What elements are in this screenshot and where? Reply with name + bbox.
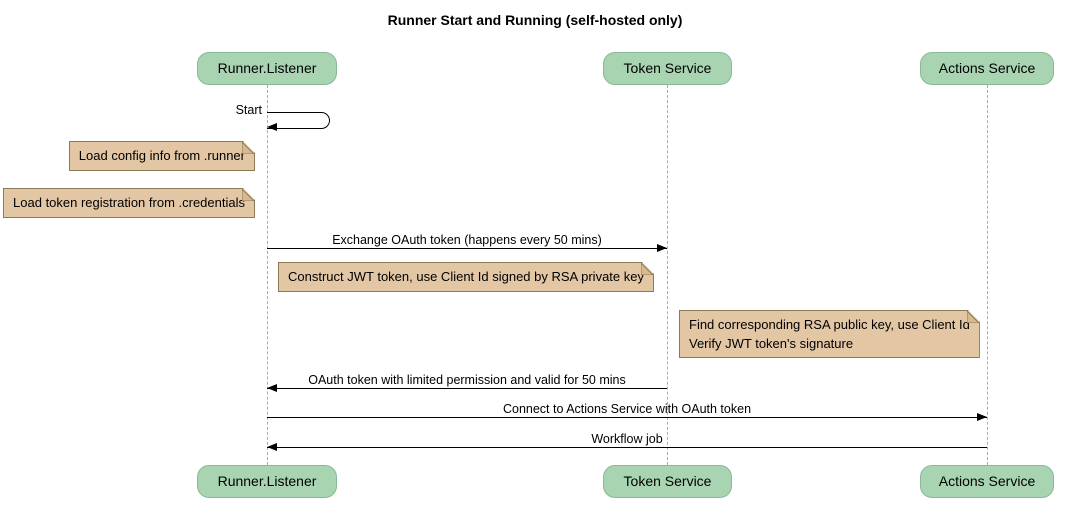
message-label-workflow: Workflow job — [591, 432, 663, 446]
note-fold-icon — [967, 311, 979, 323]
note-fold-icon — [242, 189, 254, 201]
note-load-config: Load config info from .runner — [69, 141, 255, 171]
participant-top-token-service: Token Service — [603, 52, 732, 85]
lifeline-token-service — [667, 85, 668, 465]
lifeline-actions-service — [987, 85, 988, 465]
note-load-config-text: Load config info from .runner — [78, 148, 245, 163]
note-load-token: Load token registration from .credential… — [3, 188, 255, 218]
arrowhead-left-icon — [267, 443, 277, 451]
arrowhead-left-icon — [267, 384, 277, 392]
participant-bottom-actions-service: Actions Service — [920, 465, 1054, 498]
message-label-exchange: Exchange OAuth token (happens every 50 m… — [332, 233, 602, 247]
arrowhead-left-icon — [267, 123, 277, 131]
note-fold-icon — [641, 263, 653, 275]
note-verify-jwt-text: Find corresponding RSA public key, use C… — [689, 317, 970, 351]
arrowhead-right-icon — [657, 244, 667, 252]
lifeline-runner-listener — [267, 85, 268, 465]
message-line-workflow — [267, 447, 987, 448]
participant-bottom-runner-listener: Runner.Listener — [197, 465, 337, 498]
message-line-connect — [267, 417, 987, 418]
self-message-arrow — [267, 112, 330, 129]
message-line-oauth-return — [267, 388, 667, 389]
diagram-title: Runner Start and Running (self-hosted on… — [387, 12, 683, 28]
message-label-connect: Connect to Actions Service with OAuth to… — [502, 402, 752, 416]
note-verify-jwt: Find corresponding RSA public key, use C… — [679, 310, 980, 358]
note-construct-jwt: Construct JWT token, use Client Id signe… — [278, 262, 654, 292]
participant-bottom-token-service: Token Service — [603, 465, 732, 498]
arrowhead-right-icon — [977, 413, 987, 421]
message-label-start: Start — [235, 103, 262, 117]
message-label-oauth-return: OAuth token with limited permission and … — [308, 373, 626, 387]
participant-top-runner-listener: Runner.Listener — [197, 52, 337, 85]
participant-top-actions-service: Actions Service — [920, 52, 1054, 85]
note-fold-icon — [242, 142, 254, 154]
note-load-token-text: Load token registration from .credential… — [13, 195, 245, 210]
message-line-exchange — [267, 248, 667, 249]
note-construct-jwt-text: Construct JWT token, use Client Id signe… — [288, 269, 644, 284]
